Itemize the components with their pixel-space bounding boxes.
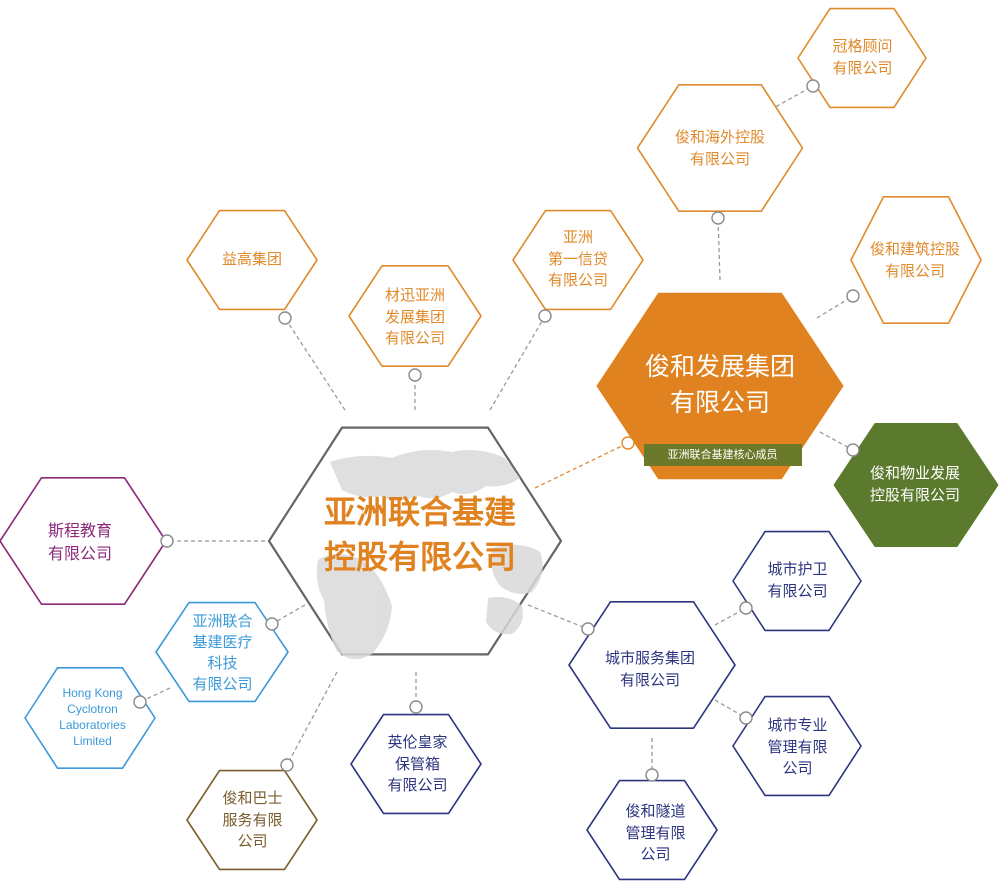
hex-caixun bbox=[348, 264, 482, 368]
node-cyclotron-label: Hong Kong Cyclotron Laboratories Limited bbox=[59, 685, 126, 749]
node-city-services-label: 城市服务集团 有限公司 bbox=[604, 649, 695, 689]
node-safebox-label: 英伦皇家 保管箱 有限公司 bbox=[387, 732, 448, 795]
core-member-badge: 亚洲联合基建核心成员 bbox=[667, 448, 778, 462]
node-guange-label: 冠格顾问 有限公司 bbox=[832, 37, 893, 77]
node-sicheng-label: 斯程教育 有限公司 bbox=[47, 520, 112, 563]
dot-construction bbox=[846, 289, 860, 303]
hex-construction bbox=[850, 196, 982, 325]
center-title-line1: 亚洲联合基建 bbox=[323, 493, 516, 532]
line-center-bus bbox=[286, 671, 338, 766]
line-center-hub bbox=[534, 442, 629, 489]
hub-title-line2: 有限公司 bbox=[669, 388, 770, 417]
node-property-label: 俊和物业发展 控股有限公司 bbox=[869, 464, 960, 504]
badge-background bbox=[644, 444, 802, 466]
hex-property bbox=[833, 423, 999, 547]
dot-city-services bbox=[581, 622, 595, 636]
hex-cyclotron bbox=[24, 666, 156, 770]
hex-tunnel bbox=[586, 779, 718, 881]
node-overseas-label: 俊和海外控股 有限公司 bbox=[674, 128, 765, 168]
line-center-yigao bbox=[284, 317, 346, 411]
dot-city-pro bbox=[739, 711, 753, 725]
dot-cyclotron bbox=[133, 695, 147, 709]
hex-city-services bbox=[568, 600, 736, 730]
hex-asia-credit bbox=[512, 209, 644, 311]
node-city-pro-label: 城市专业 管理有限 公司 bbox=[767, 715, 828, 778]
dot-yigao bbox=[278, 311, 292, 325]
node-tunnel-label: 俊和隧道 管理有限 公司 bbox=[625, 801, 686, 864]
hex-overseas bbox=[636, 84, 804, 212]
center-title-line2: 控股有限公司 bbox=[323, 538, 516, 576]
line-center-city bbox=[527, 604, 589, 630]
dot-medical bbox=[265, 617, 279, 631]
hub-title-line1: 俊和发展集团 bbox=[644, 351, 795, 381]
hex-hub bbox=[596, 292, 844, 480]
hex-safebox bbox=[350, 713, 482, 815]
node-yigao-label: 益高集团 bbox=[221, 250, 282, 269]
dot-caixun bbox=[408, 368, 422, 382]
dot-hub bbox=[621, 436, 635, 450]
continent-asia-east bbox=[491, 544, 543, 594]
continent-north bbox=[330, 450, 520, 500]
node-bus-label: 俊和巴士 服务有限 公司 bbox=[222, 788, 283, 851]
dot-property bbox=[846, 443, 860, 457]
dot-overseas bbox=[711, 211, 725, 225]
dot-sicheng bbox=[160, 534, 174, 548]
hex-medical bbox=[155, 601, 289, 703]
hex-yigao bbox=[186, 209, 318, 311]
line-center-credit bbox=[489, 315, 546, 411]
dot-city-guard bbox=[739, 601, 753, 615]
hex-guange bbox=[797, 7, 927, 109]
line-medical-cyclotron bbox=[139, 687, 171, 703]
center-company-label: 亚洲联合基建 控股有限公司 bbox=[285, 480, 555, 590]
node-caixun-label: 材迅亚洲 发展集团 有限公司 bbox=[384, 285, 445, 348]
world-map-graphic bbox=[316, 450, 543, 660]
continent-africa bbox=[316, 554, 392, 660]
connector-dots bbox=[133, 79, 860, 782]
node-medical-label: 亚洲联合 基建医疗 科技 有限公司 bbox=[192, 611, 253, 693]
hexagons bbox=[0, 7, 999, 881]
hub-company-label: 俊和发展集团 有限公司 bbox=[610, 340, 830, 430]
node-construction-label: 俊和建筑控股 有限公司 bbox=[869, 240, 960, 280]
node-city-guard-label: 城市护卫 有限公司 bbox=[767, 560, 828, 600]
line-overseas-guange bbox=[769, 85, 814, 111]
dot-guange bbox=[806, 79, 820, 93]
hex-city-pro bbox=[732, 695, 862, 797]
node-asia-credit-label: 亚洲 第一信贷 有限公司 bbox=[547, 227, 608, 290]
hex-sicheng bbox=[0, 476, 167, 606]
dot-safebox bbox=[409, 700, 423, 714]
continent-australia bbox=[486, 597, 523, 635]
dot-credit bbox=[538, 309, 552, 323]
hex-city-guard bbox=[732, 530, 862, 632]
line-hub-construction bbox=[816, 295, 854, 319]
dot-bus bbox=[280, 758, 294, 772]
dot-tunnel bbox=[645, 768, 659, 782]
line-hub-overseas bbox=[717, 217, 721, 281]
